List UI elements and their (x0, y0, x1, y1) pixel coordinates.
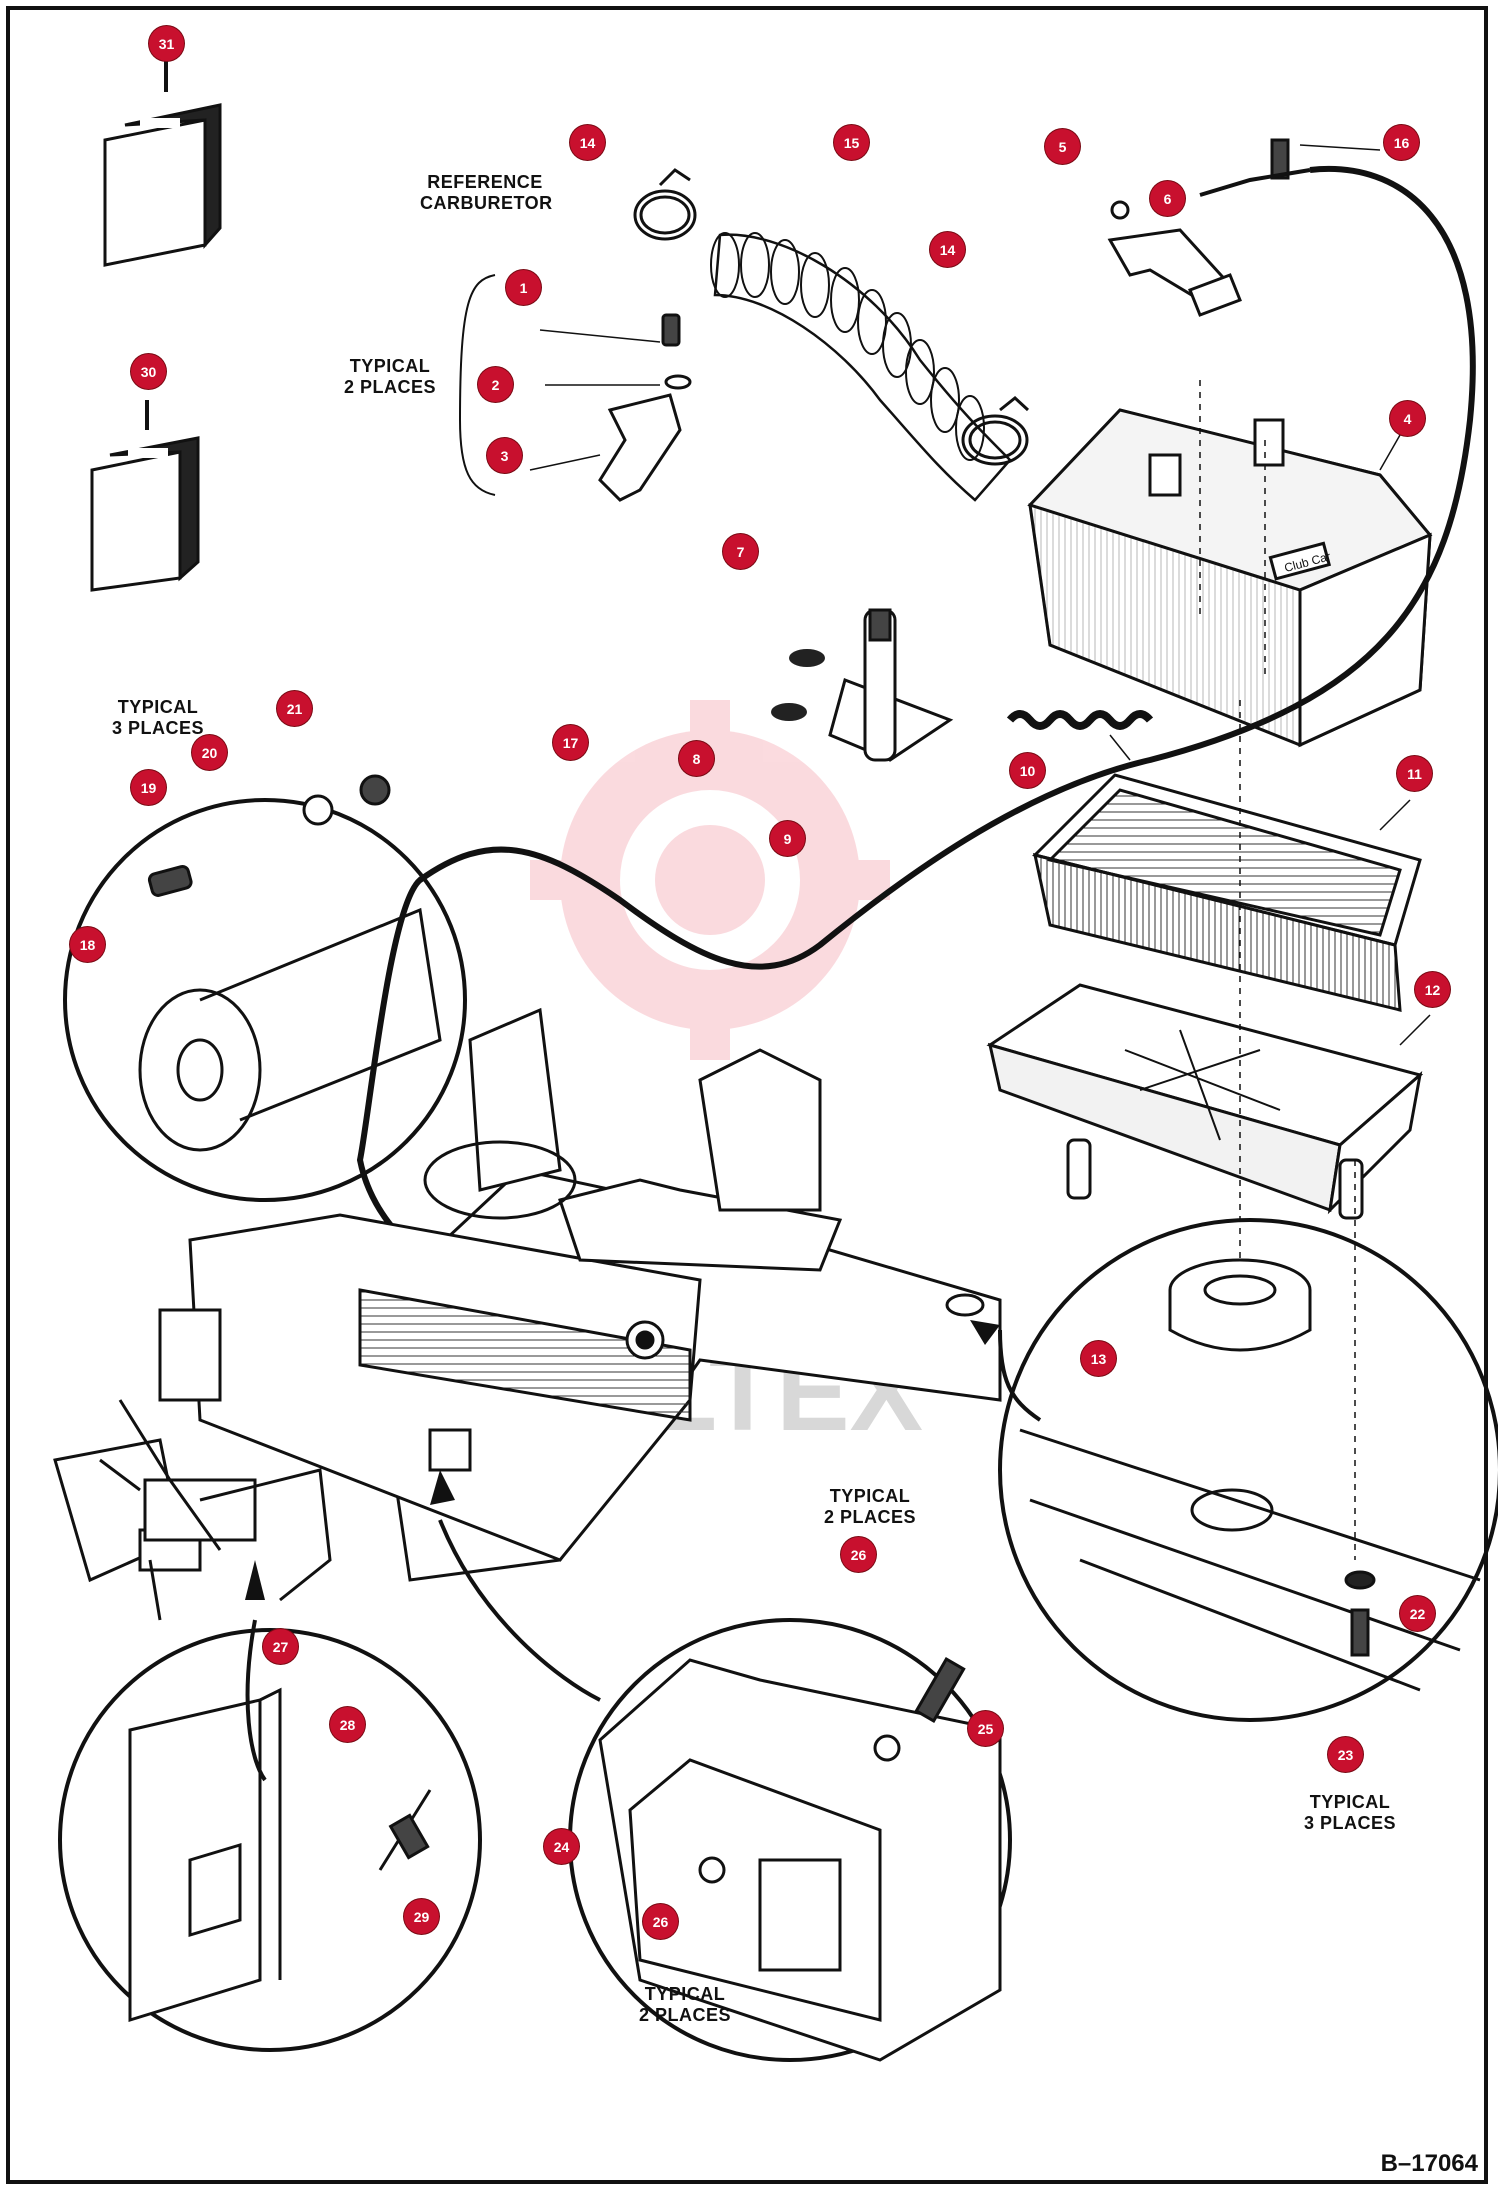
damper-bracket (828, 608, 954, 762)
control-cable (356, 166, 1476, 1343)
label-typical-2-places-bracket: TYPICAL 2 PLACES (343, 356, 437, 397)
mounting-bracket (598, 313, 692, 502)
label-reference-carburetor: REFERENCE CARBURETOR (420, 172, 553, 213)
callout-25: 25 (968, 1711, 1003, 1746)
plate-detail (128, 1687, 432, 2023)
cart-body (188, 1007, 1002, 1582)
callout-10: 10 (1010, 753, 1045, 788)
filter-element (1032, 773, 1422, 1012)
callout-12: 12 (1415, 972, 1450, 1007)
spring-10 (1006, 710, 1154, 730)
callout-14: 14 (570, 125, 605, 160)
callout-5: 5 (1045, 129, 1080, 164)
callout-9: 9 (770, 821, 805, 856)
hose-clamp-upper (633, 168, 697, 241)
callout-3: 3 (487, 438, 522, 473)
decal-31 (103, 103, 222, 267)
callout-13: 13 (1081, 1341, 1116, 1376)
callout-8: 8 (679, 741, 714, 776)
callout-7: 7 (723, 534, 758, 569)
callout-21: 21 (277, 691, 312, 726)
callout-6: 6 (1150, 181, 1185, 216)
hose-clamp-lower (961, 396, 1030, 466)
callout-29: 29 (404, 1899, 439, 1934)
intake-hose (710, 232, 1012, 502)
callout-26: 26 (643, 1904, 678, 1939)
chassis-frame (53, 1308, 472, 1621)
callout-30: 30 (131, 354, 166, 389)
callout-19: 19 (131, 770, 166, 805)
label-typical-2-places-body: TYPICAL 2 PLACES (823, 1486, 917, 1527)
callout-4: 4 (1390, 401, 1425, 436)
callout-28: 28 (330, 1707, 365, 1742)
callout-24: 24 (544, 1829, 579, 1864)
callout-20: 20 (192, 735, 227, 770)
filter-base (986, 983, 1424, 1220)
callout-14: 14 (930, 232, 965, 267)
callout-2: 2 (478, 367, 513, 402)
cable-bolt-16 (1270, 138, 1290, 180)
callout-27: 27 (263, 1629, 298, 1664)
air-cleaner-housing (1027, 408, 1433, 748)
watermark-gear (530, 700, 890, 1060)
callout-17: 17 (553, 725, 588, 760)
detail-circle-mount (998, 1218, 1498, 1722)
callout-22: 22 (1400, 1596, 1435, 1631)
detail-circle-plate (58, 1628, 482, 2052)
latch-assembly (1107, 200, 1242, 317)
label-typical-2-places-body-lower: TYPICAL 2 PLACES (638, 1984, 732, 2025)
callout-18: 18 (70, 927, 105, 962)
document-number: B–17064 (1380, 2150, 1478, 2177)
decal-30 (90, 436, 200, 592)
callout-11: 11 (1397, 756, 1432, 791)
detail-circle-brake (63, 798, 467, 1202)
callout-15: 15 (834, 125, 869, 160)
callout-31: 31 (149, 26, 184, 61)
mount-detail (1019, 1258, 1481, 1692)
callout-1: 1 (506, 270, 541, 305)
label-typical-3-places-mount: TYPICAL 3 PLACES (1303, 1792, 1397, 1833)
callout-16: 16 (1384, 125, 1419, 160)
callout-26: 26 (841, 1537, 876, 1572)
callout-23: 23 (1328, 1737, 1363, 1772)
brake-handle-detail (138, 774, 442, 1152)
body-detail (598, 1656, 1002, 2062)
label-typical-3-places-brake: TYPICAL 3 PLACES (111, 697, 205, 738)
